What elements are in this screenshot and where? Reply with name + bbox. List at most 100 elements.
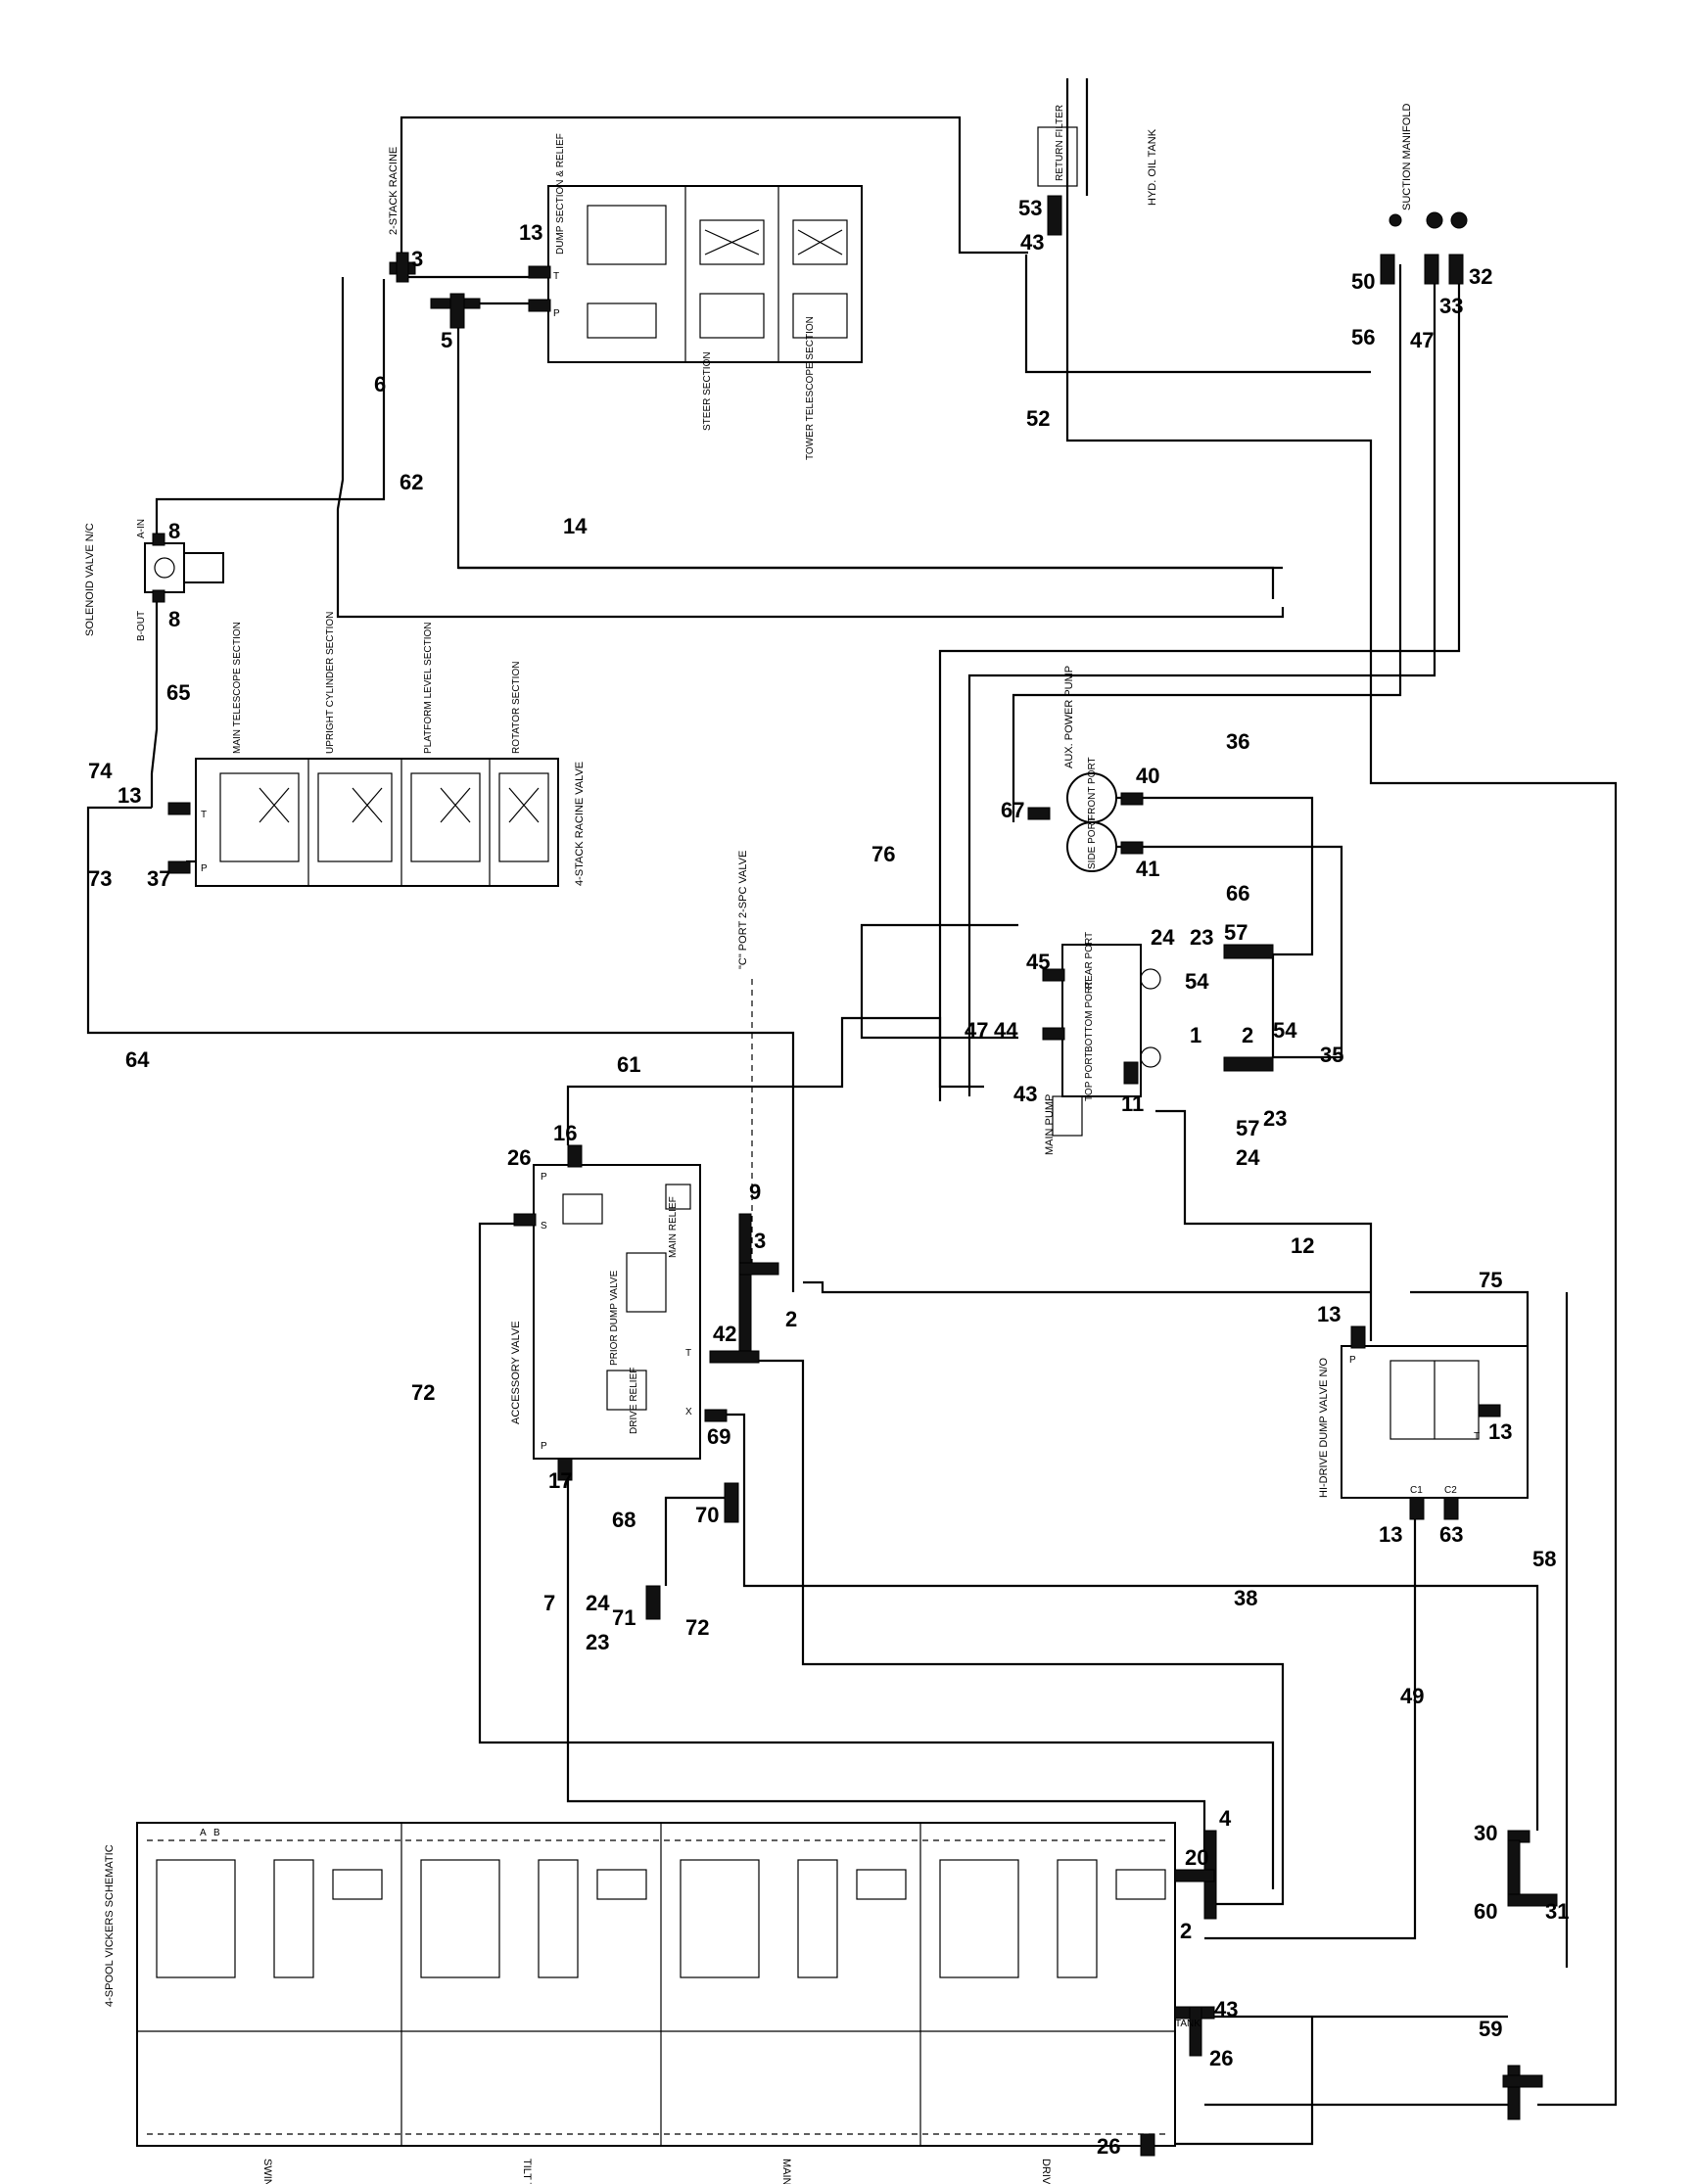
four-stack-label: 4-STACK RACINE VALVE [574, 762, 586, 886]
callout-69: 69 [707, 1424, 730, 1449]
callout-13-hi-drive-p: 13 [1317, 1302, 1341, 1326]
callout-74: 74 [88, 759, 113, 783]
callout-2-accessory: 2 [785, 1307, 797, 1331]
two-stack-racine-valve [547, 185, 863, 363]
callout-26-drive: 26 [1097, 2134, 1120, 2159]
c-port-label: "C" PORT 2-SPC VALVE [737, 851, 749, 969]
port-t-four-stack: T [201, 810, 207, 820]
rotator-section-label: ROTATOR SECTION [511, 662, 522, 754]
main-pump [1052, 944, 1161, 1137]
vickers-label: 4-SPOOL VICKERS SCHEMATIC [104, 1844, 116, 2007]
port-p-accessory-top: P [541, 1172, 547, 1183]
callout-32: 32 [1469, 264, 1492, 289]
callout-61: 61 [617, 1052, 640, 1077]
callout-49: 49 [1400, 1684, 1424, 1708]
four-spool-vickers-schematic [136, 1822, 1176, 2147]
port-t-hi-drive: T [1474, 1431, 1480, 1442]
callout-54-top: 54 [1185, 969, 1209, 994]
rear-port-label: REAR PORT [1084, 932, 1095, 989]
callout-71: 71 [612, 1605, 636, 1630]
callout-8-in: 8 [168, 519, 180, 543]
port-s-accessory: S [541, 1221, 547, 1231]
accessory-valve [533, 1164, 701, 1460]
callout-36: 36 [1226, 729, 1249, 754]
callout-65: 65 [166, 680, 190, 705]
bottom-port-label: BOTTOM PORT [1084, 981, 1095, 1052]
suction-manifold-label: SUCTION MANIFOLD [1401, 104, 1413, 210]
callout-2-pump: 2 [1242, 1023, 1253, 1047]
callout-23-bottom: 23 [1263, 1106, 1287, 1131]
drive-relief-label: DRIVE RELIEF [629, 1368, 639, 1434]
callout-42: 42 [713, 1322, 736, 1346]
callout-38: 38 [1234, 1586, 1257, 1610]
spool-drive-label: DRIVE [1040, 2159, 1052, 2184]
callout-3-accessory: 3 [754, 1229, 766, 1253]
callout-67: 67 [1001, 798, 1024, 822]
callout-45: 45 [1026, 950, 1050, 974]
callout-50: 50 [1351, 269, 1375, 294]
callout-75: 75 [1479, 1268, 1502, 1292]
callout-7: 7 [543, 1591, 555, 1615]
callout-47-pump: 47 [965, 1018, 988, 1043]
solenoid-in-label: A-IN [136, 519, 147, 538]
two-stack-label: 2-STACK RACINE [388, 147, 400, 235]
callout-11: 11 [1121, 1092, 1144, 1116]
callout-41: 41 [1136, 857, 1159, 881]
callout-59: 59 [1479, 2017, 1502, 2041]
accessory-valve-label: ACCESSORY VALVE [510, 1321, 522, 1424]
return-filter-box [1037, 126, 1078, 187]
fittings [152, 195, 1558, 2157]
callout-62: 62 [400, 470, 423, 494]
solenoid-out-label: B-OUT [136, 611, 147, 641]
callout-16: 16 [553, 1121, 577, 1145]
callout-2-vickers: 2 [1180, 1919, 1192, 1943]
callout-40: 40 [1136, 764, 1159, 788]
port-p-four-stack: P [201, 863, 208, 874]
callout-43: 43 [1020, 230, 1044, 255]
component-labels: HYD. OIL TANK RETURN FILTER SUCTION MANI… [84, 104, 1413, 2184]
callout-63: 63 [1439, 1522, 1463, 1547]
platform-level-label: PLATFORM LEVEL SECTION [423, 623, 434, 754]
spool-swing-label: SWING [261, 2159, 273, 2184]
port-tank-drive: TANK [1175, 2019, 1201, 2029]
callout-4: 4 [1219, 1806, 1232, 1831]
callout-60: 60 [1474, 1899, 1497, 1924]
callout-31: 31 [1545, 1899, 1569, 1924]
callout-26-vickers: 26 [1209, 2046, 1233, 2070]
callout-70: 70 [695, 1503, 719, 1527]
callout-72-bottom: 72 [685, 1615, 709, 1640]
callout-56: 56 [1351, 325, 1375, 349]
callout-8-out: 8 [168, 607, 180, 631]
callout-30: 30 [1474, 1821, 1497, 1845]
port-c1-hi-drive: C1 [1410, 1485, 1423, 1496]
prior-dump-label: PRIOR DUMP VALVE [609, 1270, 620, 1366]
callout-76: 76 [871, 842, 895, 866]
callout-20: 20 [1185, 1845, 1208, 1870]
callout-73: 73 [88, 866, 112, 891]
port-p-hi-drive: P [1349, 1355, 1356, 1366]
solenoid-valve-n-c [144, 542, 224, 593]
callout-24-top: 24 [1151, 925, 1175, 950]
callout-72-top: 72 [411, 1380, 435, 1405]
callout-6: 6 [374, 372, 386, 396]
callout-26-accessory: 26 [507, 1145, 531, 1170]
callout-23-top: 23 [1190, 925, 1213, 950]
top-port-label: TOP PORT [1084, 1051, 1095, 1101]
callout-64: 64 [125, 1047, 150, 1072]
callout-14: 14 [563, 514, 588, 538]
callout-44: 44 [994, 1018, 1018, 1043]
port-a-swing: A [200, 1828, 207, 1838]
return-filter-label: RETURN FILTER [1055, 105, 1065, 181]
callout-57-top: 57 [1224, 920, 1248, 945]
dump-section-label: DUMP SECTION & RELIEF [555, 133, 566, 255]
callout-3: 3 [411, 247, 423, 271]
port-b-swing: B [213, 1828, 220, 1838]
aux-power-pump-label: AUX. POWER PUMP [1063, 666, 1075, 768]
callout-24-bottom: 24 [1236, 1145, 1260, 1170]
hydraulic-lines [86, 78, 1618, 2146]
spool-tilt-tower-label: TILT TOWER [521, 2159, 533, 2184]
solenoid-valve-label: SOLENOID VALVE N/C [84, 523, 96, 636]
callout-53: 53 [1018, 196, 1042, 220]
tower-telescope-label: TOWER TELESCOPE SECTION [805, 316, 816, 460]
port-c2-hi-drive: C2 [1444, 1485, 1457, 1496]
